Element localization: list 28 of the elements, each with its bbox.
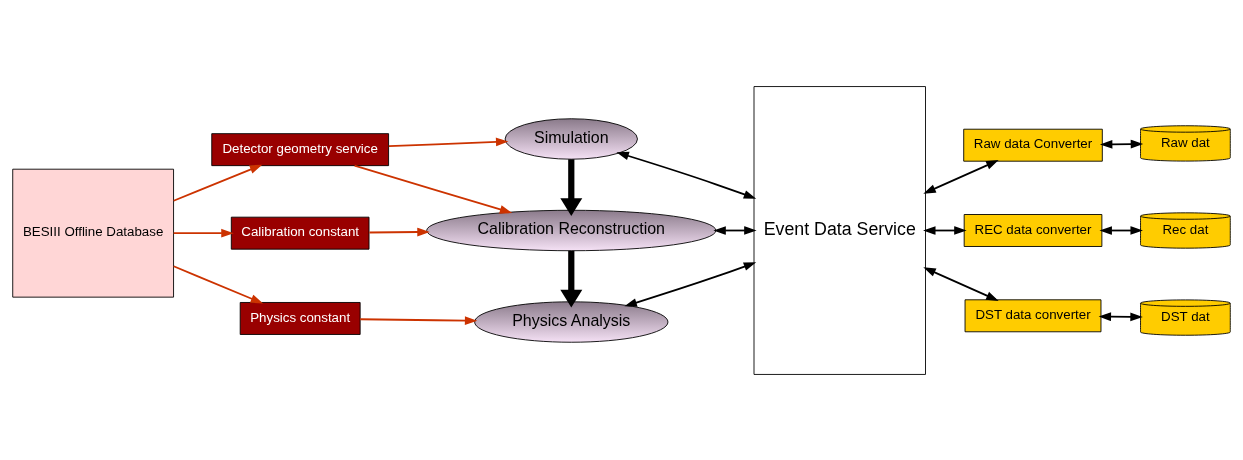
arrow: [353, 164, 513, 214]
node-box: BESIII Offline Database: [12, 168, 174, 298]
node-ellipse: Calibration Reconstruction: [426, 209, 717, 251]
arrow: [1098, 311, 1143, 321]
node-box: REC data converter: [963, 213, 1103, 247]
node-box: Detector geometry service: [211, 132, 390, 166]
node-box: Physics constant: [239, 301, 361, 335]
node-box: Calibration constant: [230, 216, 370, 250]
arrow: [923, 225, 967, 235]
arrow: [560, 158, 583, 216]
arrow: [713, 225, 757, 235]
arrow: [172, 228, 234, 238]
arrow: [359, 315, 478, 325]
arrow: [172, 164, 263, 202]
arrow: [172, 264, 264, 303]
arrow: [560, 250, 583, 308]
node-box: Raw data Converter: [963, 128, 1103, 162]
arrow: [368, 227, 430, 236]
arrow: [923, 266, 999, 301]
arrow: [388, 137, 509, 147]
node-box: Event Data Service: [753, 85, 926, 375]
arrow: [624, 261, 757, 307]
arrow: [923, 159, 999, 194]
arrow: [1099, 139, 1144, 149]
arrow: [616, 151, 757, 199]
node-box: DST data converter: [964, 298, 1102, 332]
arrow: [1099, 225, 1143, 235]
node-ellipse: Physics Analysis: [474, 300, 669, 343]
